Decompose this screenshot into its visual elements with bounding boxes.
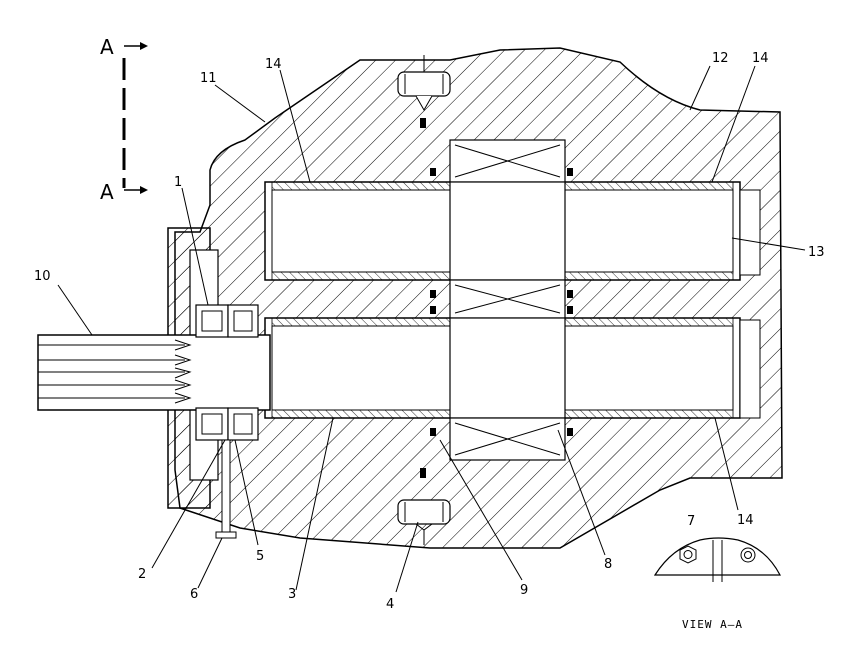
top-port-fitting (397, 55, 451, 112)
shaft-bearing-lower (195, 407, 259, 441)
callout-11: 11 (200, 71, 217, 86)
bottom-port-fitting (397, 499, 451, 545)
callouts: 1 2 3 4 5 6 7 8 9 10 11 12 13 14 14 14 (34, 51, 825, 612)
callout-4: 4 (386, 597, 394, 612)
callout-9: 9 (520, 583, 528, 598)
callout-12: 12 (712, 51, 729, 66)
callout-2: 2 (138, 567, 146, 582)
callout-13: 13 (808, 245, 825, 260)
callout-14-bottom-right: 14 (737, 513, 754, 528)
callout-10: 10 (34, 269, 51, 284)
leader-lines (57, 65, 806, 593)
mounting-bolt (215, 439, 237, 539)
callout-14-top-left: 14 (265, 57, 282, 72)
section-line-a: A A (100, 35, 148, 204)
view-a-a-inset: VIEW A—A (653, 537, 781, 631)
section-letter-bottom: A (100, 180, 114, 204)
seal-rings (420, 118, 573, 478)
view-label: VIEW A—A (682, 618, 743, 631)
gear-section (449, 139, 566, 461)
callout-6: 6 (190, 587, 198, 602)
callout-5: 5 (256, 549, 264, 564)
shaft-bearing-upper (195, 304, 259, 338)
callout-7: 7 (687, 514, 695, 529)
bearing-sleeves (271, 181, 734, 419)
drive-shaft (37, 334, 271, 411)
callout-3: 3 (288, 587, 296, 602)
section-letter-top: A (100, 35, 114, 59)
callout-1: 1 (174, 175, 182, 190)
callout-8: 8 (604, 557, 612, 572)
callout-14-top-right: 14 (752, 51, 769, 66)
